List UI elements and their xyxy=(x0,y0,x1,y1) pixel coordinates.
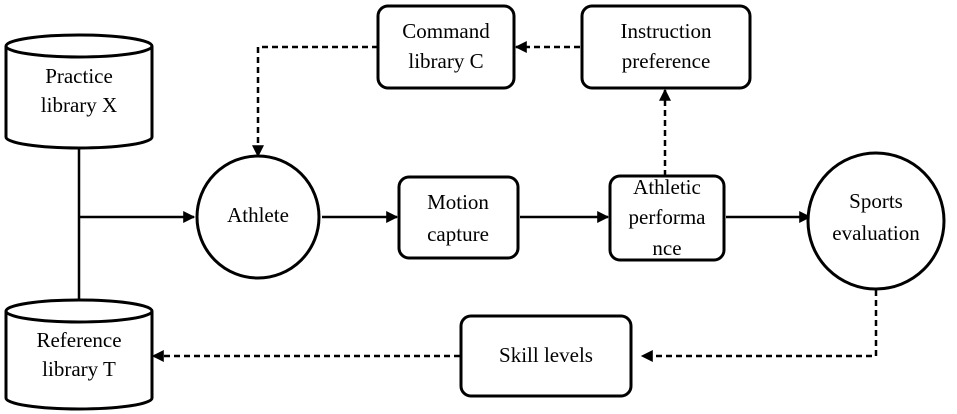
reference-library-label-line2: library T xyxy=(42,357,116,381)
instruction-preference-label-line2: preference xyxy=(622,49,711,73)
motion-capture-label-line2: capture xyxy=(427,222,489,246)
node-practice-library: Practice library X xyxy=(4,33,154,150)
node-motion-capture: Motion capture xyxy=(397,175,520,260)
node-instruction-preference: Instruction preference xyxy=(580,4,752,90)
sports-evaluation-label-line1: Sports xyxy=(849,189,903,213)
node-athlete: Athlete xyxy=(195,154,321,280)
edge-command-to-athlete xyxy=(252,45,378,158)
practice-library-label-line2: library X xyxy=(41,93,117,117)
practice-library-label-line1: Practice xyxy=(45,64,113,88)
athletic-performance-label-line3: nce xyxy=(652,236,681,260)
reference-library-label-line1: Reference xyxy=(36,328,121,352)
command-library-label-line1: Command xyxy=(402,19,490,43)
athletic-performance-label-line2: performa xyxy=(629,205,707,229)
node-reference-library: Reference library T xyxy=(4,298,154,411)
node-command-library: Command library C xyxy=(376,4,516,90)
command-library-label-line2: library C xyxy=(408,49,483,73)
athletic-performance-label-line1: Athletic xyxy=(633,175,701,199)
node-sports-evaluation: Sports evaluation xyxy=(806,151,946,291)
athlete-label: Athlete xyxy=(227,203,289,227)
skill-levels-label: Skill levels xyxy=(499,343,593,367)
motion-capture-label-line1: Motion xyxy=(427,190,489,214)
node-athletic-performance: Athletic performa nce xyxy=(608,174,726,262)
instruction-preference-label-line1: Instruction xyxy=(621,19,712,43)
edge-evaluation-to-skill-levels xyxy=(640,290,878,362)
sports-evaluation-label-line2: evaluation xyxy=(832,221,920,245)
node-skill-levels: Skill levels xyxy=(459,314,633,398)
